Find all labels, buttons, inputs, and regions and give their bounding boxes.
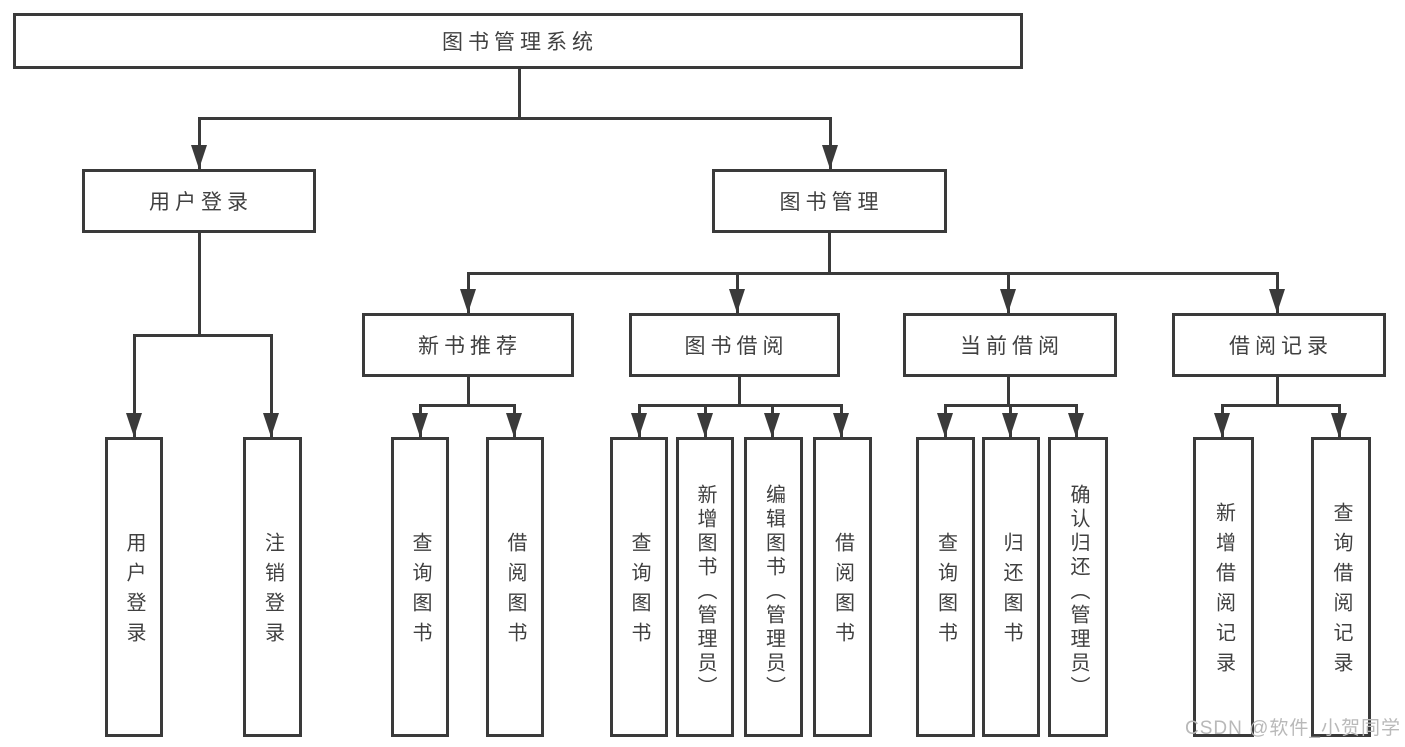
connector-root-spine (198, 117, 832, 120)
connector-newbooks-spine (419, 404, 516, 407)
arrowhead-down-icon (126, 413, 142, 437)
arrowhead-down-icon (822, 145, 838, 169)
arrowhead-down-icon (764, 413, 780, 437)
arrowhead-down-icon (506, 413, 522, 437)
node-book-borrow: 图书借阅 (629, 313, 840, 377)
arrowhead-down-icon (631, 413, 647, 437)
arrowhead-down-icon (1002, 413, 1018, 437)
leaf-bor-edit-books-label: 编辑图书（管理员） (762, 484, 785, 700)
connector-stem (270, 334, 273, 437)
leaf-cur-query-books: 查询图书 (916, 437, 975, 737)
connector-root-trunk (518, 68, 521, 120)
connector-newbooks-trunk (467, 377, 470, 407)
leaf-bor-query-books-label: 查询图书 (628, 532, 650, 652)
node-current-borrow-label: 当前借阅 (960, 335, 1064, 358)
connector-stem (133, 334, 136, 437)
arrowhead-down-icon (263, 413, 279, 437)
arrowhead-down-icon (697, 413, 713, 437)
connector-userlogin-spine (133, 334, 273, 337)
leaf-recd-add-record: 新增借阅记录 (1193, 437, 1254, 737)
arrowhead-down-icon (1269, 289, 1285, 313)
node-root-label: 图书管理系统 (442, 31, 598, 54)
leaf-logout-label: 注销登录 (261, 532, 284, 652)
arrowhead-down-icon (1000, 289, 1016, 313)
arrowhead-down-icon (833, 413, 849, 437)
node-root: 图书管理系统 (13, 13, 1023, 69)
leaf-rec-query-books-label: 查询图书 (409, 532, 431, 652)
leaf-cur-return-books-label: 归还图书 (1000, 532, 1022, 652)
node-new-books: 新书推荐 (362, 313, 574, 377)
leaf-rec-query-books: 查询图书 (391, 437, 449, 737)
leaf-recd-add-record-label: 新增借阅记录 (1212, 502, 1235, 682)
connector-stem (198, 117, 201, 169)
arrowhead-down-icon (460, 289, 476, 313)
leaf-cur-return-books: 归还图书 (982, 437, 1040, 737)
connector-currentborrow-trunk (1007, 377, 1010, 407)
connector-stem (829, 117, 832, 169)
node-book-borrow-label: 图书借阅 (684, 335, 789, 358)
watermark-text: CSDN @软件_小贺同学 (1185, 718, 1401, 739)
leaf-cur-confirm-return-label: 确认归还（管理员） (1067, 484, 1089, 700)
leaf-bor-query-books: 查询图书 (610, 437, 668, 737)
leaf-cur-confirm-return: 确认归还（管理员） (1048, 437, 1108, 737)
leaf-recd-query-record-label: 查询借阅记录 (1330, 502, 1352, 682)
node-new-books-label: 新书推荐 (418, 335, 522, 358)
node-book-mgmt-label: 图书管理 (779, 191, 884, 214)
node-borrow-records-label: 借阅记录 (1229, 335, 1333, 358)
connector-records-spine (1221, 404, 1341, 407)
leaf-rec-borrow-books-label: 借阅图书 (504, 532, 526, 652)
arrowhead-down-icon (1331, 413, 1347, 437)
leaf-rec-borrow-books: 借阅图书 (486, 437, 544, 737)
leaf-bor-borrow-books: 借阅图书 (813, 437, 872, 737)
connector-bookmgmt-spine (467, 272, 1279, 275)
connector-records-trunk (1276, 377, 1279, 407)
connector-bookborrow-trunk (738, 377, 741, 407)
arrowhead-down-icon (937, 413, 953, 437)
leaf-cur-query-books-label: 查询图书 (934, 532, 957, 652)
node-borrow-records: 借阅记录 (1172, 313, 1386, 377)
arrowhead-down-icon (412, 413, 428, 437)
leaf-logout: 注销登录 (243, 437, 302, 737)
leaf-recd-query-record: 查询借阅记录 (1311, 437, 1371, 737)
leaf-bor-add-books: 新增图书（管理员） (676, 437, 734, 737)
node-user-login: 用户登录 (82, 169, 316, 233)
connector-userlogin-trunk (198, 233, 201, 337)
leaf-bor-borrow-books-label: 借阅图书 (831, 532, 854, 652)
connector-bookmgmt-trunk (828, 233, 831, 275)
node-book-mgmt: 图书管理 (712, 169, 947, 233)
arrowhead-down-icon (1068, 413, 1084, 437)
leaf-bor-add-books-label: 新增图书（管理员） (694, 484, 716, 700)
node-current-borrow: 当前借阅 (903, 313, 1117, 377)
leaf-user-login: 用户登录 (105, 437, 163, 737)
arrowhead-down-icon (1214, 413, 1230, 437)
node-user-login-label: 用户登录 (149, 191, 253, 214)
leaf-user-login-label: 用户登录 (123, 532, 145, 652)
arrowhead-down-icon (191, 145, 207, 169)
leaf-bor-edit-books: 编辑图书（管理员） (744, 437, 803, 737)
arrowhead-down-icon (729, 289, 745, 313)
connector-bookborrow-spine (638, 404, 843, 407)
